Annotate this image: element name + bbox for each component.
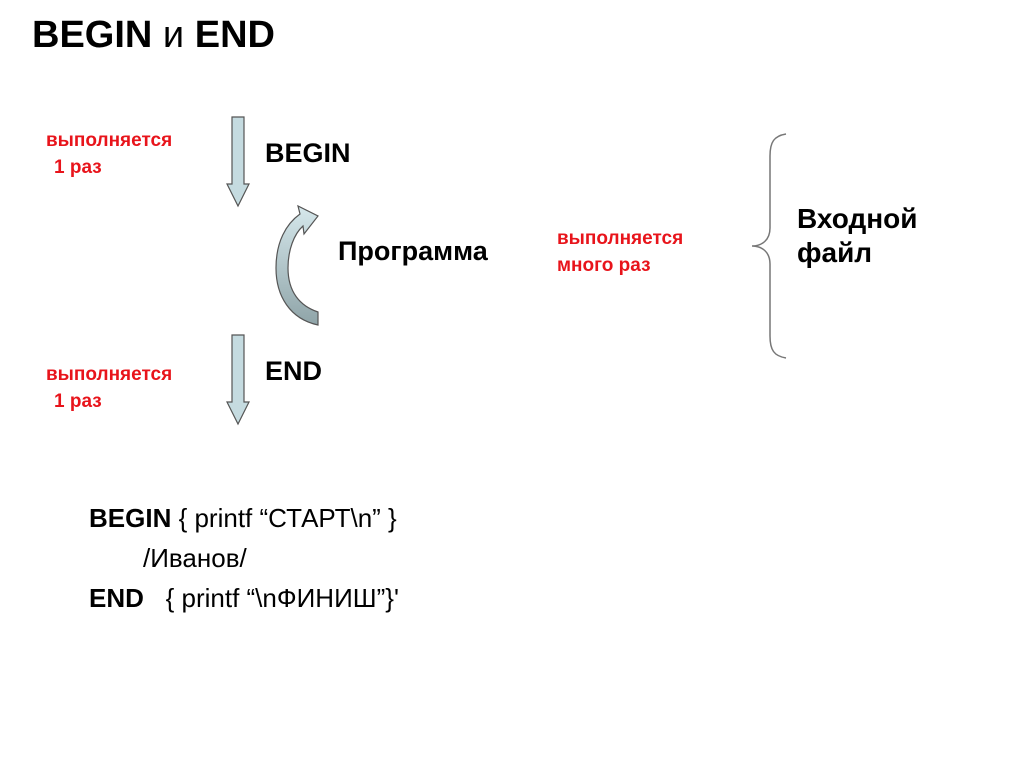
title-begin: BEGIN	[32, 14, 153, 56]
title-end: END	[194, 14, 275, 56]
input-file-label: Входной файл	[797, 202, 917, 270]
end-note: выполняется 1 раз	[46, 361, 172, 415]
begin-note-line2: 1 раз	[54, 157, 102, 178]
begin-label: BEGIN	[265, 138, 351, 168]
input-file-line1: Входной	[797, 203, 918, 234]
curved-loop-arrow-icon	[275, 204, 319, 326]
curly-brace-icon	[751, 133, 787, 359]
many-note-line1: выполняется	[557, 228, 684, 249]
code-begin-keyword: BEGIN	[89, 503, 172, 533]
input-file-line2: файл	[797, 237, 873, 268]
many-note: выполняется много раз	[557, 225, 683, 279]
code-line-2: /Иванов/	[143, 543, 247, 573]
end-note-line2: 1 раз	[54, 391, 102, 412]
program-label: Программа	[338, 236, 488, 266]
down-arrow-icon	[226, 334, 250, 426]
begin-note: выполняется 1 раз	[46, 127, 172, 181]
code-begin-action: { printf “СТАРТ\n” }	[171, 503, 397, 533]
down-arrow-icon	[226, 116, 250, 208]
code-line-3: END { printf “\nФИНИШ”}'	[89, 580, 399, 616]
end-note-line1: выполняется	[46, 364, 173, 385]
end-label: END	[265, 356, 323, 386]
code-line-1: BEGIN { printf “СТАРТ\n” }	[89, 500, 397, 536]
begin-note-line1: выполняется	[46, 130, 173, 151]
code-end-keyword: END	[89, 583, 144, 613]
many-note-line2: много раз	[557, 255, 651, 276]
code-end-action: { printf “\nФИНИШ”}'	[143, 583, 399, 613]
title-and: и	[162, 14, 185, 56]
slide-title: BEGIN и END	[32, 12, 275, 58]
